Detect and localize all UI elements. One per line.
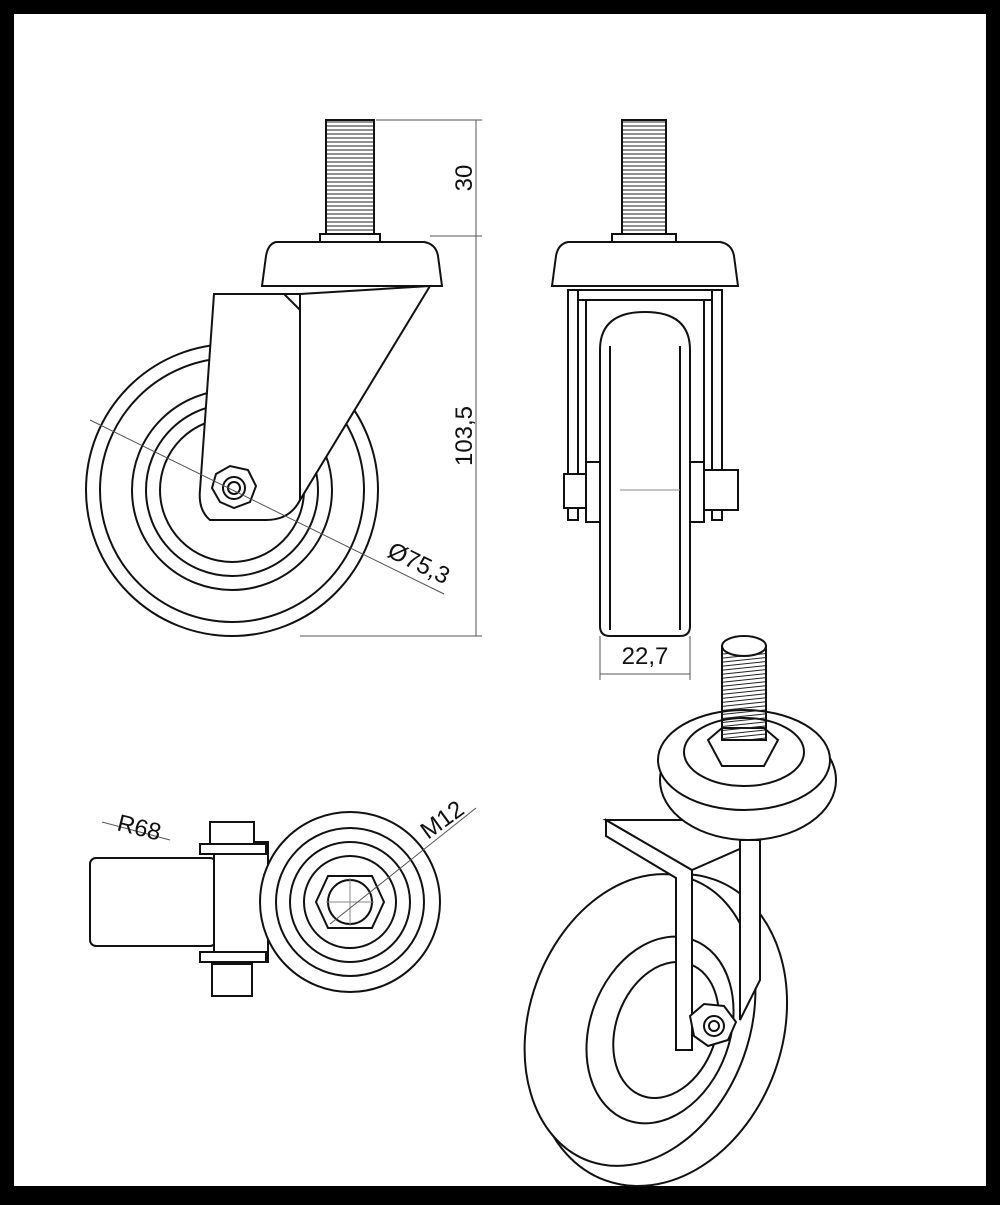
iso-threaded-stem [721, 645, 767, 741]
top-nut-upper [209, 821, 255, 845]
front-nut-right [703, 469, 739, 511]
side-fork-plate [299, 284, 432, 504]
front-threaded-stem [621, 119, 667, 239]
top-cap-ring-1 [275, 827, 425, 977]
front-wheel [599, 310, 691, 637]
isometric-view [523, 635, 837, 1188]
side-fork-leg [198, 293, 301, 521]
top-fork-lip-top [199, 843, 267, 855]
dim-radius-leader [101, 821, 171, 841]
front-fork-right [711, 289, 723, 521]
dim-stem-length: 30 [451, 165, 478, 192]
front-fork-bridge [577, 289, 713, 301]
front-nut-left [563, 473, 587, 509]
side-stem-washer [319, 233, 381, 243]
side-threaded-stem [325, 119, 375, 239]
front-fork-left [567, 289, 579, 521]
top-view-dimensions [101, 807, 477, 925]
front-top-cap [550, 241, 740, 287]
top-nut-lower [211, 963, 253, 997]
dim-wheel-width: 22,7 [622, 643, 669, 670]
front-view-dimensions [599, 636, 691, 680]
side-view-dimensions [89, 119, 482, 637]
front-washer-right [689, 461, 705, 523]
top-view [89, 811, 441, 997]
side-axle-nut [210, 464, 258, 510]
dim-thread-leader [329, 807, 477, 925]
top-cap-ring-2 [289, 841, 411, 963]
dim-total-height: 103,5 [451, 406, 478, 466]
front-view [550, 119, 740, 637]
side-fork-fold [281, 293, 301, 313]
iso-stem-tip [721, 635, 767, 657]
iso-axle-bolt [703, 1015, 725, 1037]
iso-axle-hole [708, 1020, 720, 1032]
side-top-cap [260, 241, 444, 287]
iso-axle-nut [688, 1002, 738, 1048]
top-cap-ring-3 [303, 855, 397, 949]
front-washer-left [585, 461, 601, 523]
dim-diameter-line [89, 419, 445, 595]
front-stem-washer [611, 233, 677, 243]
top-fork-lip-bottom [199, 951, 267, 963]
side-axle-bolt [222, 476, 246, 500]
top-mount-plate [89, 857, 217, 947]
